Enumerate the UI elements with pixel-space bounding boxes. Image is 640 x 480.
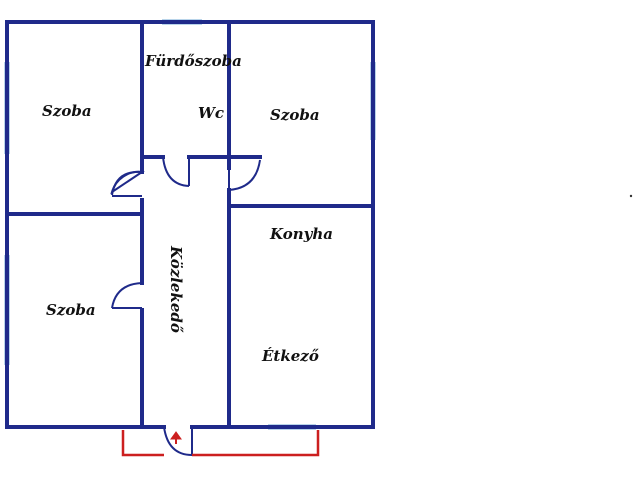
doors [110,156,261,456]
label-szoba-top-right: Szoba [270,106,320,124]
door-entry-arc [163,426,193,456]
label-kozlekedo: Közlekedő [167,245,185,333]
terrace [121,430,320,457]
label-wc: Wc [198,104,224,122]
terrace-right [192,430,320,457]
door-bathroom-arc [162,156,190,187]
door-wc-arc [228,159,261,191]
label-furdoszoba: Fürdőszoba [144,52,242,70]
door-top-left-room-arc [111,170,143,196]
label-etkezo: Étkező [261,347,319,365]
label-konyha: Konyha [269,225,333,243]
terrace-left [121,430,164,457]
arrow-up-icon [170,431,182,444]
door-bottom-left-room-arc [111,282,143,309]
stray-dot [629,194,633,198]
label-szoba-bottom-left: Szoba [46,301,96,319]
walls [5,20,375,429]
label-szoba-top-left: Szoba [42,102,92,120]
